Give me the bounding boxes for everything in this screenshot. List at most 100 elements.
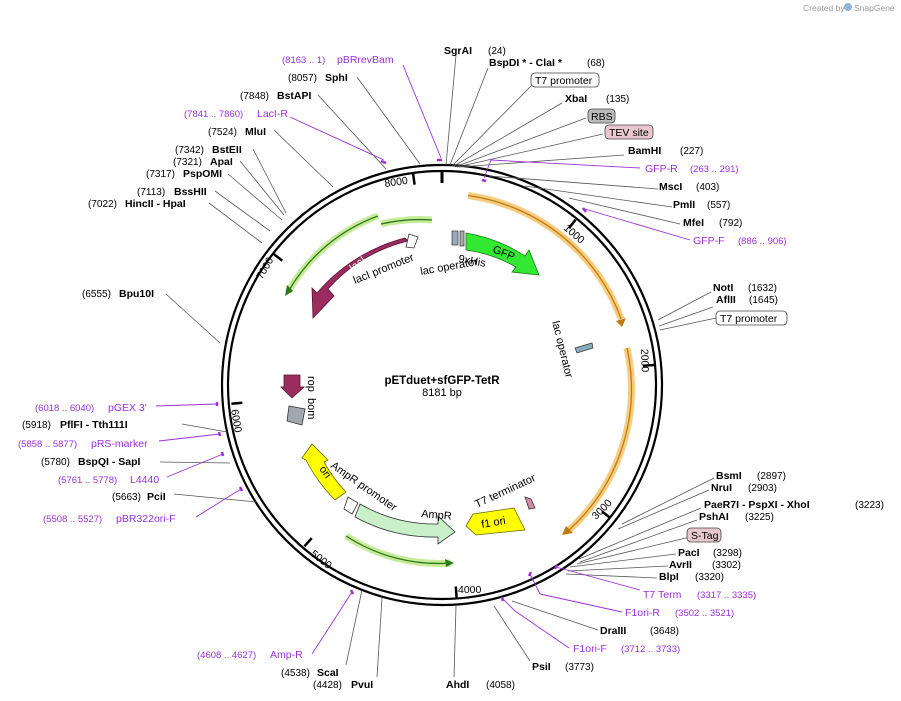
- site-pshai: PshAI(3225): [699, 511, 774, 523]
- svg-text:(3317 .. 3335): (3317 .. 3335): [697, 590, 756, 601]
- svg-text:PvuI: PvuI: [351, 679, 373, 691]
- primer-f1ori-r: F1ori-R(3502 .. 3521): [625, 607, 734, 619]
- primer-gfp-r: GFP-R(263 .. 291): [645, 163, 739, 175]
- his-tag-label: 9xHis: [457, 253, 487, 270]
- f1-ori-arrow[interactable]: f1 ori: [465, 507, 526, 536]
- gfp-arrow[interactable]: GFP: [465, 232, 540, 276]
- svg-text:AflII: AflII: [716, 294, 736, 306]
- svg-text:PciI: PciI: [147, 491, 166, 503]
- svg-text:(3648): (3648): [650, 626, 679, 637]
- tick-4000: 4000: [458, 584, 482, 596]
- svg-text:(8057): (8057): [288, 73, 317, 84]
- primer-labels: pBRrevBam(8163 .. 1) LacI-R(7841 .. 7860…: [18, 54, 787, 661]
- svg-text:SnapGene: SnapGene: [854, 3, 895, 13]
- svg-text:T7 Term: T7 Term: [643, 589, 682, 601]
- rop-feature[interactable]: rop: [280, 374, 317, 399]
- svg-text:pBRrevBam: pBRrevBam: [337, 54, 394, 66]
- site-sgrai: SgrAI(24): [444, 45, 506, 57]
- svg-text:(3773): (3773): [565, 662, 594, 673]
- site-labels: SgrAI(24) BspDI * - ClaI * (68) XbaI(135)…: [22, 45, 884, 691]
- svg-text:pRS-marker: pRS-marker: [91, 438, 148, 450]
- site-paci: PacI(3298): [678, 547, 742, 559]
- svg-text:GFP-F: GFP-F: [693, 235, 725, 247]
- site-msci: MscI(403): [659, 181, 719, 193]
- site-xbai: XbaI(135): [565, 93, 629, 105]
- svg-text:L4440: L4440: [130, 474, 159, 486]
- svg-text:PshAI: PshAI: [699, 511, 729, 523]
- svg-text:(68): (68): [587, 58, 605, 69]
- svg-text:AvrII: AvrII: [669, 559, 692, 571]
- site-pvui: PvuI(4428): [313, 679, 373, 691]
- svg-text:(5780): (5780): [41, 457, 70, 468]
- svg-text:DraIII: DraIII: [600, 625, 626, 637]
- site-ahdi: AhdI(4058): [446, 679, 515, 691]
- orange-glow-arcs: [467, 192, 635, 535]
- svg-text:PsiI: PsiI: [532, 661, 551, 673]
- rop-label: rop: [305, 376, 317, 392]
- leader-lines: [159, 54, 717, 678]
- svg-text:(2897): (2897): [757, 471, 786, 482]
- site-mfei: MfeI(792): [683, 217, 742, 229]
- site-bsshii: BssHII(7113): [137, 186, 207, 198]
- svg-text:(7317): (7317): [146, 169, 175, 180]
- svg-text:Amp-R: Amp-R: [270, 649, 303, 661]
- tick-8000: 8000: [384, 175, 409, 190]
- t7-promoter-top-label: T7 promoter: [535, 75, 593, 87]
- svg-text:ApaI: ApaI: [210, 156, 233, 168]
- svg-text:(4608 .. 4627): (4608 .. 4627): [197, 650, 256, 661]
- ampr-arrow[interactable]: AmpR: [354, 503, 456, 545]
- svg-text:(4058): (4058): [486, 680, 515, 691]
- site-bspqi-sapi: BspQI - SapI(5780): [41, 456, 141, 468]
- tick-6000: 6000: [228, 408, 244, 433]
- svg-text:MluI: MluI: [245, 126, 266, 138]
- site-aflii: AflII (1645): [716, 294, 778, 306]
- f1-ori-label: f1 ori: [480, 515, 506, 531]
- svg-text:(5918): (5918): [22, 420, 51, 431]
- svg-text:BspDI * - ClaI *: BspDI * - ClaI *: [489, 57, 563, 69]
- svg-text:(7848): (7848): [240, 91, 269, 102]
- t7-terminator[interactable]: T7 terminator: [473, 472, 538, 511]
- svg-text:(263 .. 291): (263 .. 291): [690, 164, 739, 175]
- his-tag[interactable]: 9xHis: [457, 253, 487, 270]
- svg-text:(7113): (7113): [137, 187, 165, 198]
- svg-text:(1645): (1645): [749, 295, 778, 306]
- svg-text:(3302): (3302): [712, 560, 741, 571]
- svg-text:NruI: NruI: [711, 482, 732, 494]
- svg-text:(4538): (4538): [281, 668, 310, 679]
- svg-text:(3712 .. 3733): (3712 .. 3733): [621, 644, 680, 655]
- svg-text:F1ori-F: F1ori-F: [573, 643, 607, 655]
- svg-text:(2903): (2903): [748, 483, 777, 494]
- svg-text:(227): (227): [680, 146, 703, 157]
- svg-text:(24): (24): [488, 46, 506, 57]
- svg-text:(792): (792): [719, 218, 742, 229]
- svg-text:PacI: PacI: [678, 547, 700, 559]
- site-sphi: SphI(8057): [288, 72, 348, 84]
- t7-promoter-right-label: T7 promoter: [720, 313, 778, 325]
- svg-text:Created by: Created by: [803, 3, 845, 13]
- site-draiii: DraIII (3648): [600, 625, 679, 637]
- site-hincii-hpai: HincII - HpaI(7022): [88, 198, 186, 210]
- bom-feature[interactable]: bom: [286, 398, 317, 426]
- svg-text:LacI-R: LacI-R: [257, 108, 288, 120]
- svg-text:(7841 .. 7860): (7841 .. 7860): [184, 109, 243, 120]
- ori-label: ori: [317, 464, 334, 481]
- svg-text:PspOMI: PspOMI: [183, 168, 222, 180]
- snapgene-credit: Created by SnapGene: [803, 3, 895, 13]
- green-glow-arcs: [284, 212, 454, 567]
- site-pcii: PciI(5663): [112, 491, 166, 503]
- svg-text:pBR322ori-F: pBR322ori-F: [116, 513, 176, 525]
- map-title-block: pETduet+sfGFP-TetR 8181 bp: [384, 375, 500, 399]
- site-bsmi: BsmI(2897): [716, 470, 786, 482]
- svg-text:(5508 .. 5527): (5508 .. 5527): [43, 514, 102, 525]
- primer-gfp-f: GFP-F(886 .. 906): [693, 235, 787, 247]
- lac-operator-2[interactable]: lac operator: [549, 320, 594, 380]
- site-psii: PsiI (3773): [532, 661, 594, 673]
- svg-text:(5761 .. 5778): (5761 .. 5778): [58, 475, 117, 486]
- svg-text:Bpu10I: Bpu10I: [119, 288, 154, 300]
- primer-laci-r: LacI-R (7841 .. 7860): [184, 108, 288, 120]
- svg-text:(7342): (7342): [175, 145, 204, 156]
- site-bamhi: BamHI(227): [628, 145, 703, 157]
- ori-arrow[interactable]: ori: [301, 443, 347, 501]
- site-noti: NotI(1632): [713, 282, 777, 294]
